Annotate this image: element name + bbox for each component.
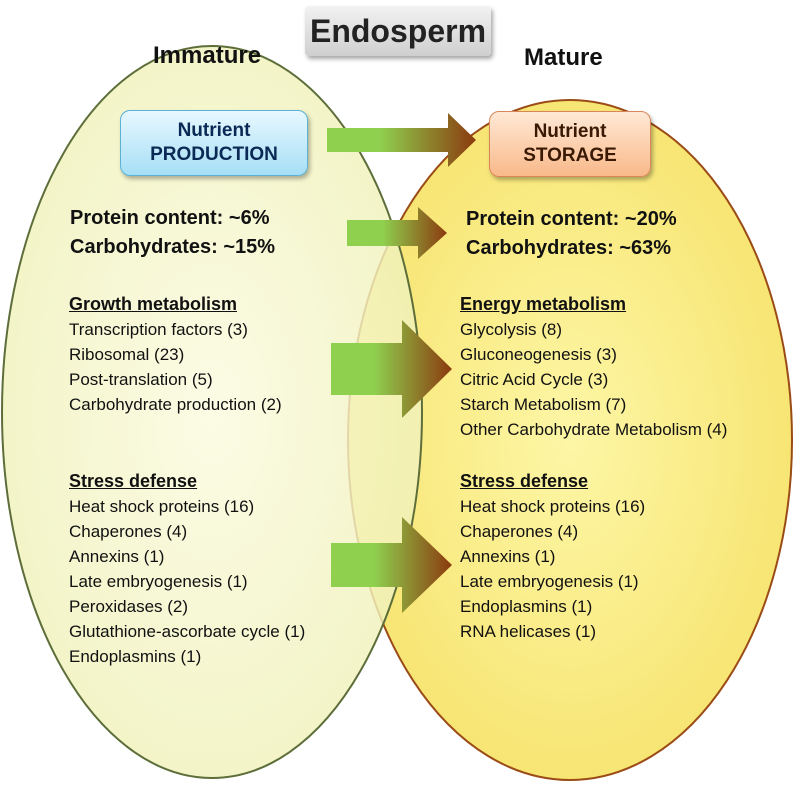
list-item: Chaperones (4): [460, 522, 579, 541]
production-storage-arrow: [327, 113, 476, 167]
energy-metabolism-heading: Energy metabolism: [460, 294, 627, 314]
immature-carbohydrates: Carbohydrates: ~15%: [70, 236, 276, 258]
growth-metabolism-section: Growth metabolism Transcription factors …: [69, 292, 282, 417]
list-item: Late embryogenesis (1): [460, 572, 639, 591]
stress-arrow: [331, 517, 452, 613]
list-item: Glycolysis (8): [460, 320, 563, 339]
list-item: Transcription factors (3): [69, 320, 248, 339]
storage-box-line2: STORAGE: [523, 145, 617, 166]
list-item: Annexins (1): [460, 547, 556, 566]
immature-stress-defense-section: Stress defense Heat shock proteins (16) …: [69, 469, 305, 669]
production-box-line1: Nutrient: [177, 120, 251, 141]
list-item: Late embryogenesis (1): [69, 572, 248, 591]
list-item: Citric Acid Cycle (3): [460, 370, 609, 389]
mature-carbohydrates: Carbohydrates: ~63%: [466, 237, 672, 259]
mature-label: Mature: [524, 44, 603, 71]
storage-box-line1: Nutrient: [533, 121, 607, 142]
nutrient-production-box: Nutrient PRODUCTION: [120, 110, 308, 176]
list-item: Starch Metabolism (7): [460, 395, 627, 414]
list-item: Gluconeogenesis (3): [460, 345, 617, 364]
list-item: Annexins (1): [69, 547, 165, 566]
mature-content-summary: Protein content: ~20% Carbohydrates: ~63…: [466, 205, 677, 263]
list-item: Ribosomal (23): [69, 345, 185, 364]
mature-stress-defense-section: Stress defense Heat shock proteins (16) …: [460, 469, 645, 644]
list-item: Post-translation (5): [69, 370, 213, 389]
nutrient-storage-box: Nutrient STORAGE: [489, 111, 651, 177]
immature-protein-content: Protein content: ~6%: [70, 207, 270, 229]
mature-protein-content: Protein content: ~20%: [466, 208, 677, 230]
immature-content-summary: Protein content: ~6% Carbohydrates: ~15%: [70, 204, 275, 262]
energy-metabolism-section: Energy metabolism Glycolysis (8) Glucone…: [460, 292, 727, 442]
production-box-line2: PRODUCTION: [150, 144, 278, 165]
immature-stress-defense-heading: Stress defense: [69, 471, 198, 491]
list-item: Endoplasmins (1): [69, 647, 202, 666]
list-item: Peroxidases (2): [69, 597, 189, 616]
content-arrow: [347, 207, 447, 259]
mature-stress-defense-heading: Stress defense: [460, 471, 589, 491]
list-item: Heat shock proteins (16): [460, 497, 646, 516]
list-item: Carbohydrate production (2): [69, 395, 282, 414]
immature-label: Immature: [153, 42, 262, 69]
list-item: Glutathione-ascorbate cycle (1): [69, 622, 306, 641]
growth-metabolism-heading: Growth metabolism: [69, 294, 238, 314]
list-item: Other Carbohydrate Metabolism (4): [460, 420, 728, 439]
list-item: Heat shock proteins (16): [69, 497, 255, 516]
list-item: Endoplasmins (1): [460, 597, 593, 616]
endosperm-title: Endosperm: [305, 6, 491, 56]
list-item: Chaperones (4): [69, 522, 188, 541]
metabolism-arrow: [331, 320, 452, 418]
list-item: RNA helicases (1): [460, 622, 597, 641]
immature-ellipse: [1, 45, 423, 779]
